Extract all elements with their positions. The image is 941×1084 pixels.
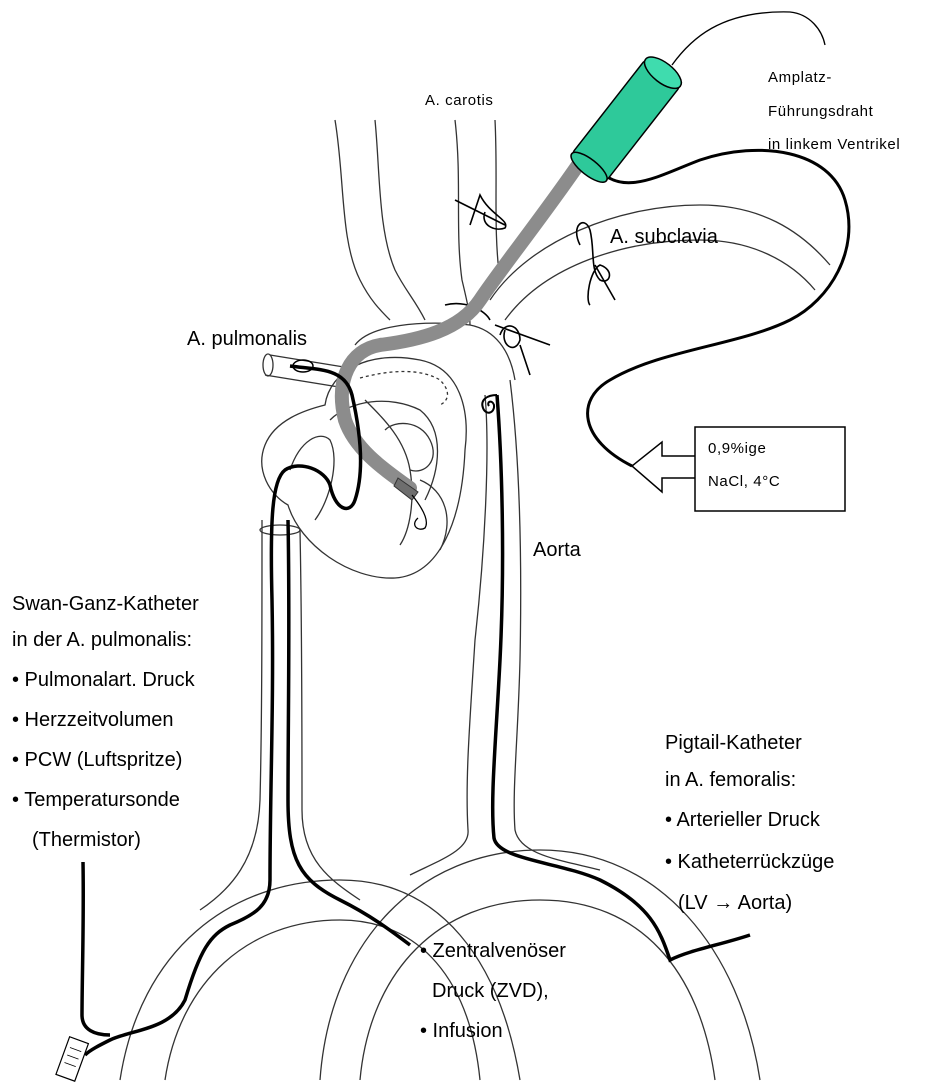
label-carotis: A. carotis: [425, 93, 494, 108]
swan-ganz-item: • Temperatursonde: [12, 790, 180, 810]
label-aorta: Aorta: [533, 540, 581, 560]
guidewire-top: [672, 12, 825, 65]
zvd-line-2: Druck (ZVD),: [432, 981, 549, 1001]
vena-cava-right: [300, 530, 360, 900]
pigtail-item: • Arterieller Druck: [665, 810, 820, 830]
swan-ganz-subtitle: in der A. pulmonalis:: [12, 630, 192, 650]
swan-ganz-item: • Pulmonalart. Druck: [12, 670, 195, 690]
swan-ganz-lead: [82, 862, 110, 1035]
pigtail-subtitle: in A. femoralis:: [665, 770, 796, 790]
swan-ganz-note: (Thermistor): [32, 830, 141, 850]
guidewire-tip-loop: [412, 495, 426, 529]
ligature-carotis: [455, 195, 506, 229]
carotis-vessel: [455, 120, 470, 325]
nacl-inlet-arrow: [632, 442, 700, 492]
pigtail-item: • Katheterrückzüge: [665, 852, 834, 872]
pelvic-arc-right-1: [320, 850, 760, 1080]
label-amplatz-line-1: Amplatz-: [768, 70, 832, 85]
amplatz-syringe: [567, 51, 687, 187]
luftspritze: [56, 1037, 88, 1081]
label-amplatz-line-2: Führungsdraht: [768, 104, 873, 119]
pigtail-title: Pigtail-Katheter: [665, 733, 802, 753]
aorta-right-wall: [510, 380, 600, 870]
label-subclavia: A. subclavia: [610, 227, 718, 247]
swan-ganz-second-lumen: [288, 520, 410, 945]
label-amplatz-line-3: in linkem Ventrikel: [768, 137, 900, 152]
amplatz-sheath: [342, 165, 578, 488]
swan-ganz-title: Swan-Ganz-Katheter: [12, 594, 199, 614]
subclavia-vessel-inner: [505, 240, 815, 320]
vessel-outlines: [120, 120, 830, 1080]
luftspritze-body: [56, 1037, 88, 1081]
label-pulmonalis: A. pulmonalis: [187, 329, 307, 349]
label-nacl-line-1: 0,9%ige: [708, 441, 766, 456]
zvd-line-1: • Zentralvenöser: [420, 941, 566, 961]
heart-dashed: [360, 372, 448, 406]
swan-ganz-item: • Herzzeitvolumen: [12, 710, 174, 730]
carotis-vessel-inner: [495, 120, 500, 280]
vena-cava-left: [200, 520, 262, 910]
left-neck-vessel-inner: [375, 120, 425, 320]
pulmonary-stub-end: [263, 354, 273, 376]
amplatz-guidewire: [588, 150, 849, 466]
pigtail-loop: [482, 395, 497, 413]
label-nacl-line-2: NaCl, 4°C: [708, 474, 780, 489]
aorta-left-wall: [410, 395, 487, 875]
left-neck-vessel: [335, 120, 390, 320]
caval-ring: [260, 525, 300, 535]
zvd-line-3: • Infusion: [420, 1021, 503, 1041]
swan-ganz-item: • PCW (Luftspritze): [12, 750, 182, 770]
pigtail-note: (LV → Aorta): [678, 893, 792, 913]
